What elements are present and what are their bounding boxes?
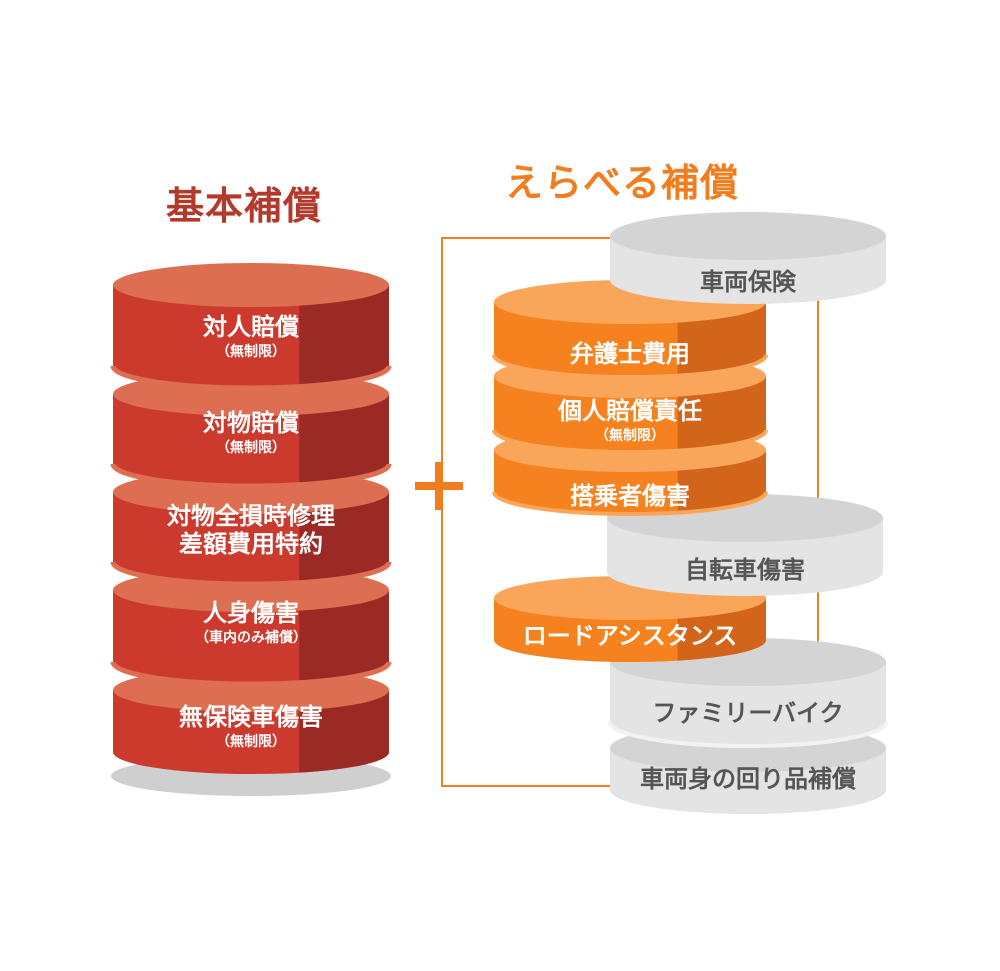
gray-disc-vehicle-insurance (610, 212, 886, 304)
orange-stack-rim-1 (492, 354, 768, 379)
orange-stack-rim-3 (492, 491, 768, 516)
basic-stack-rim-2 (110, 463, 392, 489)
gray-stack-rim-1 (608, 721, 888, 748)
option-passenger-injury: 搭乗者傷害 (570, 482, 690, 510)
basic-stack-rim-3 (110, 561, 392, 587)
option-family-bike: ファミリーバイク (652, 699, 844, 727)
basic-item-uninsured-motorist: 無保険車傷害 （無制限） (179, 703, 323, 750)
basic-stack-rim-4 (110, 661, 392, 687)
basic-item-total-loss-repair-rider: 対物全損時修理 差額費用特約 (167, 502, 335, 558)
plus-icon (415, 462, 463, 510)
option-personal-belongings: 車両身の回り品補償 (640, 765, 856, 793)
basic-stack-segment-3 (113, 470, 390, 584)
option-personal-liability: 個人賠償責任 （無制限） (558, 397, 702, 444)
option-legal-fees: 弁護士費用 (570, 340, 690, 368)
option-bicycle-injury: 自転車傷害 (685, 556, 805, 584)
basic-stack-rim-1 (110, 365, 392, 391)
basic-item-personal-injury: 人身傷害 （車内のみ補償） (195, 599, 307, 646)
basic-item-bodily-injury-liability: 対人賠償 （無制限） (203, 313, 299, 360)
orange-stack-rim-2 (492, 429, 768, 454)
basic-stack-segment-1 (113, 263, 390, 388)
optional-bracket-left (441, 237, 612, 787)
optional-coverage-heading: えらべる補償 (505, 161, 740, 205)
basic-stack-segment-4 (113, 568, 390, 684)
basic-item-property-damage-liability: 対物賠償 （無制限） (203, 409, 299, 456)
basic-coverage-heading: 基本補償 (166, 184, 323, 228)
option-vehicle-insurance: 車両保険 (700, 268, 796, 296)
option-road-assistance: ロードアシスタンス (522, 622, 738, 650)
